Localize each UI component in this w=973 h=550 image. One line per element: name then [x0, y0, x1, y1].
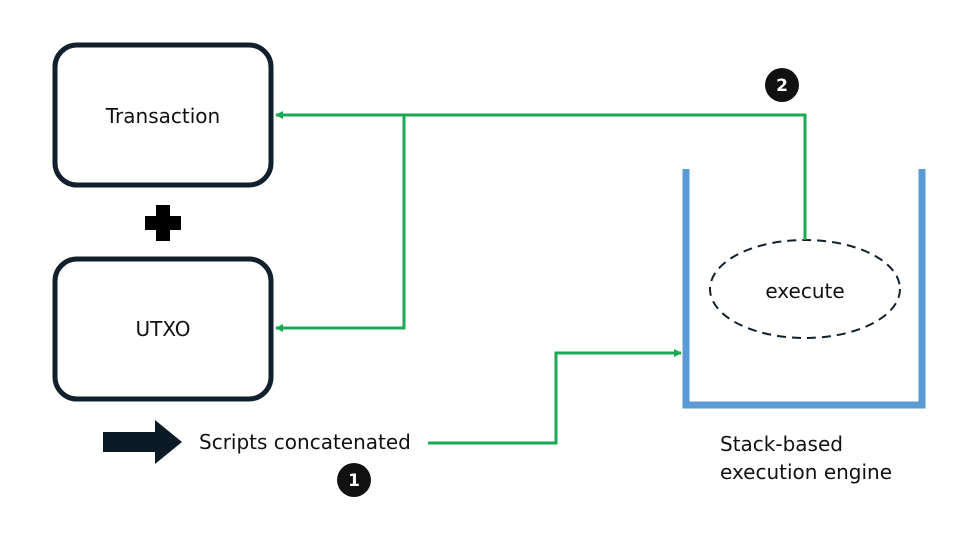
- step-1-badge: 1: [337, 463, 371, 497]
- branch-to-utxo-connector: [275, 115, 406, 332]
- utxo-label: UTXO: [135, 317, 190, 341]
- utxo-node: UTXO: [52, 256, 274, 402]
- execute-node: execute: [709, 239, 901, 339]
- right-arrow-icon: [103, 420, 182, 464]
- transaction-node: Transaction: [52, 42, 274, 188]
- step-1-label: 1: [348, 471, 360, 491]
- engine-label-line-1: Stack-based: [720, 432, 843, 456]
- utxo-box: [52, 256, 274, 402]
- scripts-to-engine-connector: [428, 349, 682, 445]
- transaction-label: Transaction: [105, 104, 220, 128]
- engine-label-line-2: execution engine: [720, 460, 892, 484]
- step-2-badge: 2: [765, 68, 799, 102]
- scripts-concatenated-label: Scripts concatenated: [199, 430, 411, 454]
- execution-engine-container: [682, 169, 926, 409]
- execute-label: execute: [765, 279, 844, 303]
- step-2-label: 2: [776, 76, 788, 96]
- execute-to-transaction-connector: [275, 111, 807, 240]
- transaction-box: [52, 42, 274, 188]
- plus-icon: [145, 205, 181, 241]
